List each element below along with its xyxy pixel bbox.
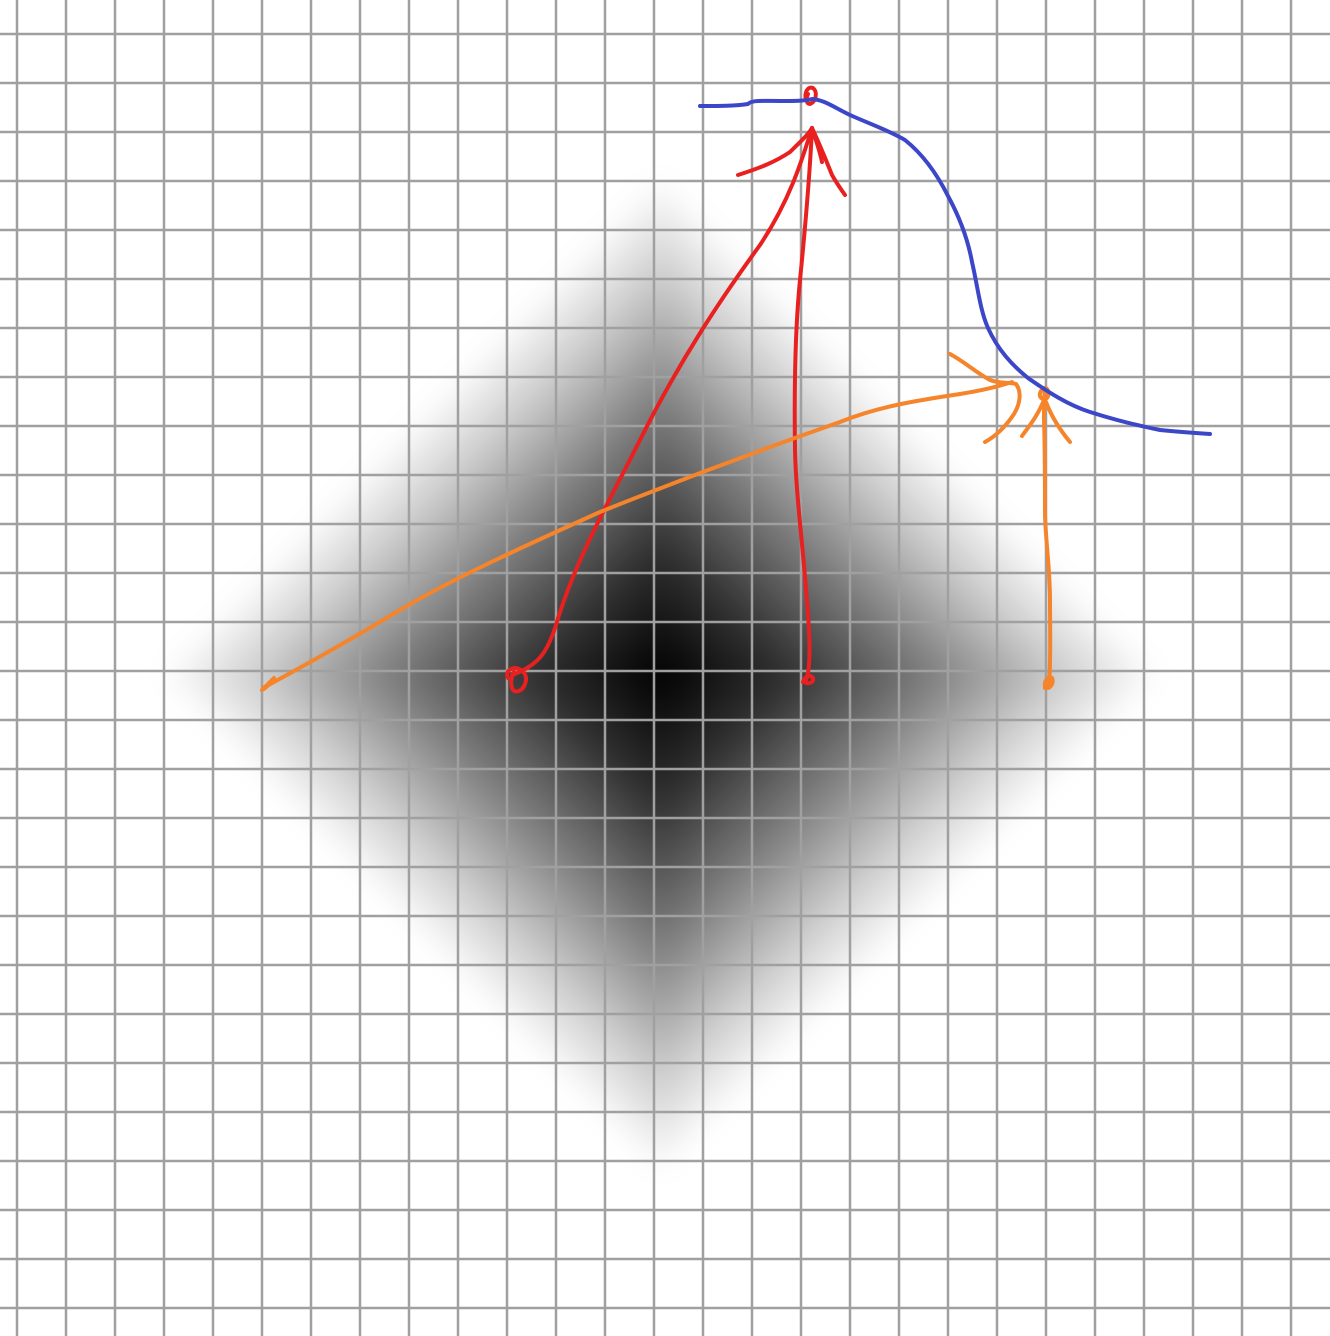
orange-arrow-diagonal — [261, 380, 1014, 690]
red-endpoint-vertical — [801, 673, 816, 686]
orange-endpoint-vertical — [1042, 675, 1055, 690]
red-arrow-diagonal — [510, 126, 814, 677]
orange-arrow-vertical — [1042, 386, 1053, 687]
bell-curve — [698, 97, 1212, 436]
orange-arrows — [260, 352, 1072, 692]
diamond-gradient — [22, 40, 1298, 1310]
diamond-quadrant-bottom-left — [22, 675, 660, 1310]
diamond-quadrant-bottom-right — [660, 675, 1298, 1310]
orange-arrowhead-diagonal — [948, 352, 1022, 444]
red-arrow-vertical — [792, 126, 814, 682]
red-endpoint-diagonal — [505, 666, 528, 694]
orange-endpoint-diagonal — [260, 676, 276, 692]
diamond-quadrant-top-right — [660, 40, 1298, 675]
diamond-quadrant-top-left — [22, 40, 660, 675]
red-arrowhead — [736, 126, 847, 197]
